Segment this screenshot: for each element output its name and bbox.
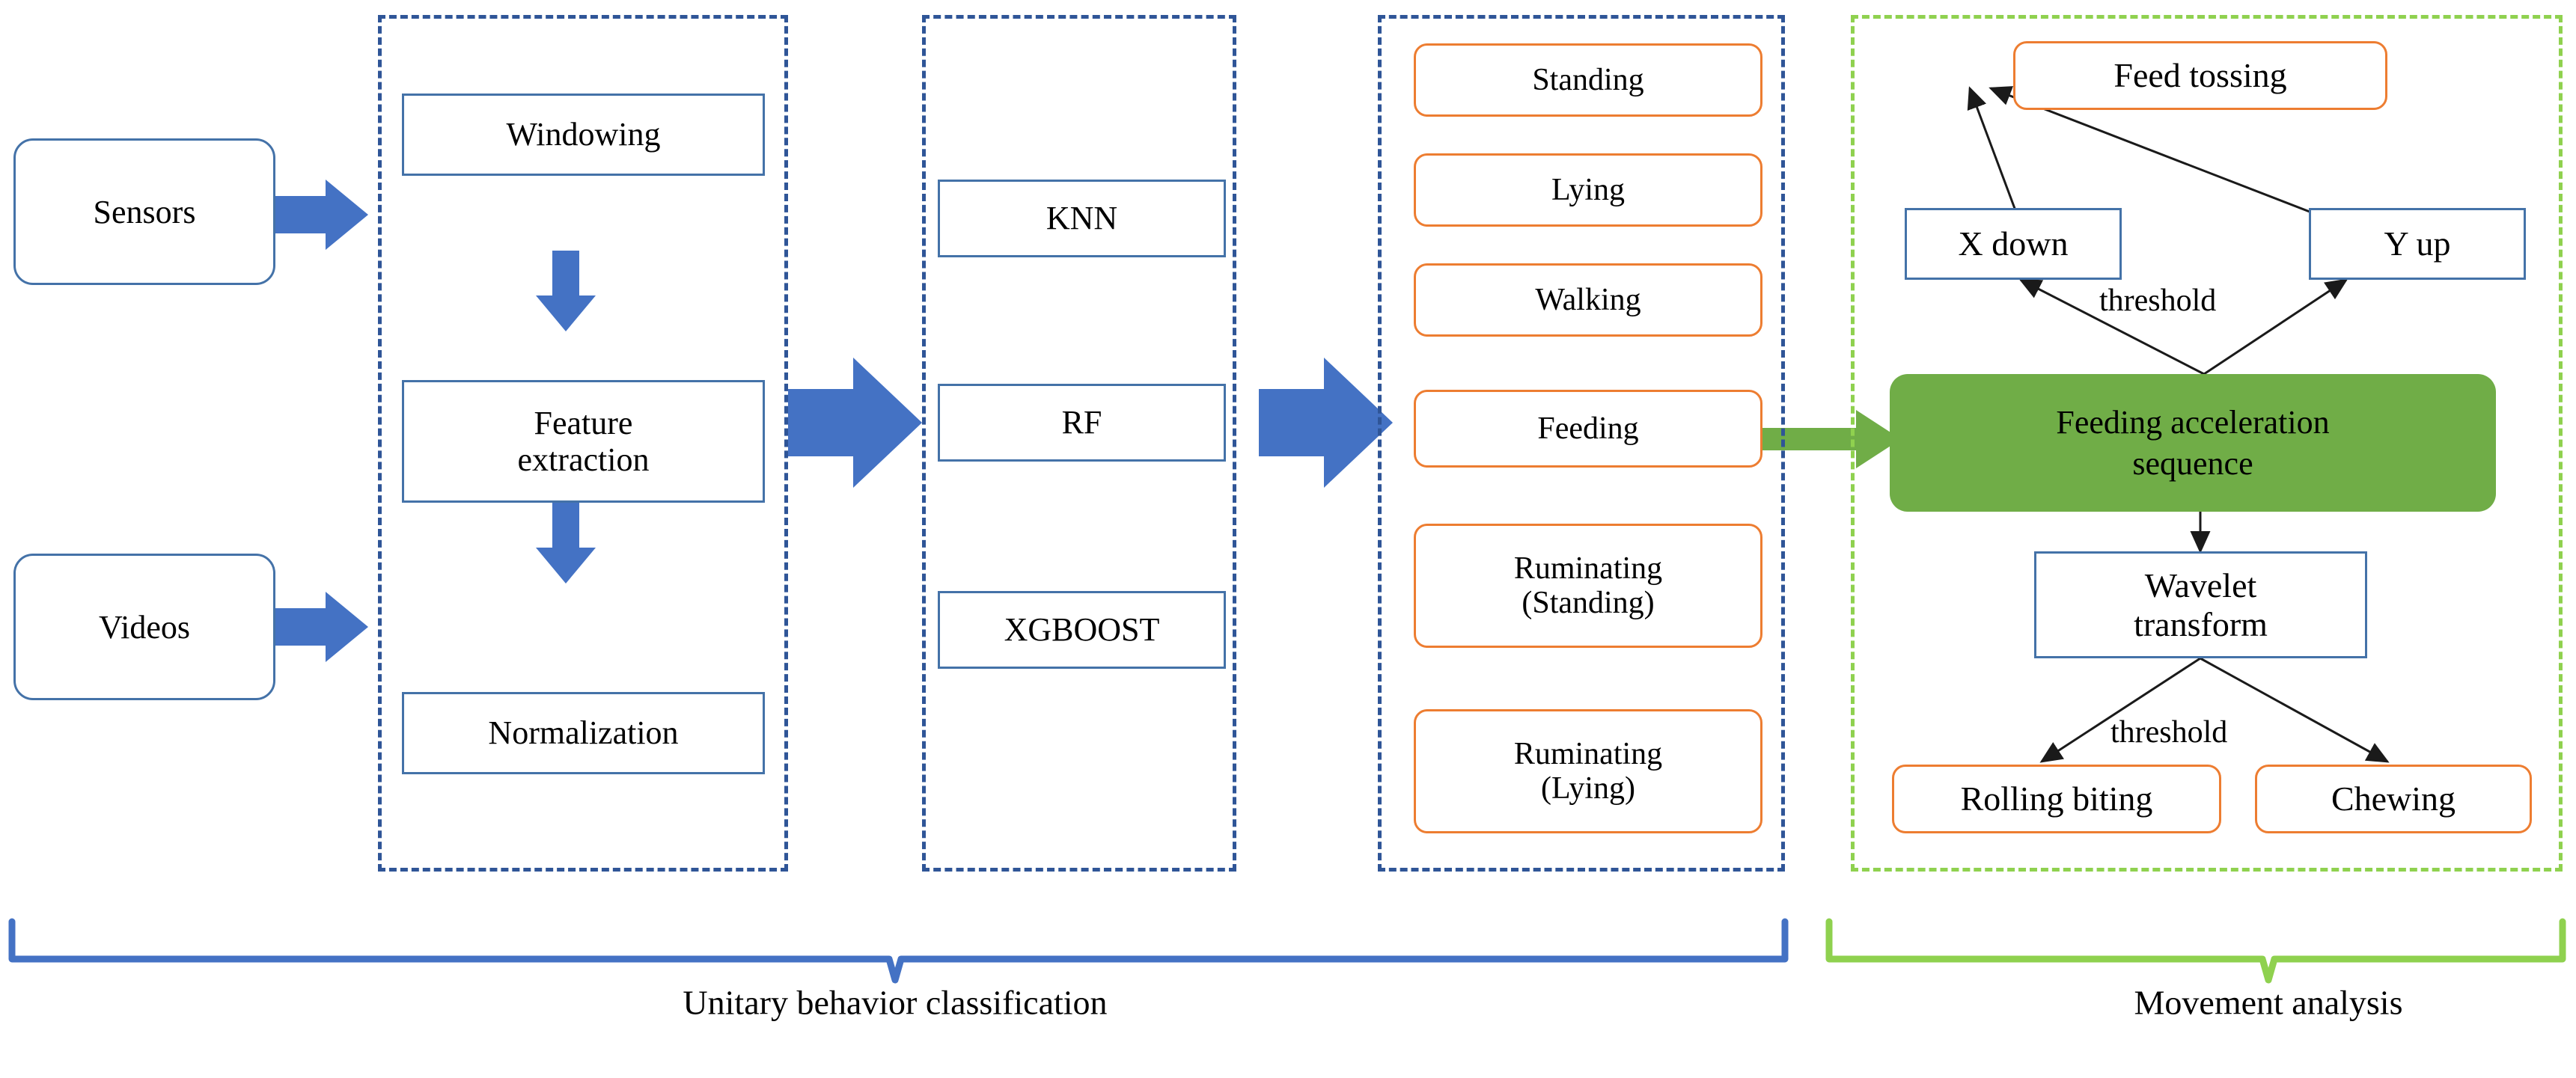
step-normalization[interactable]: Normalization — [402, 692, 765, 774]
node-label: Y up — [2384, 224, 2451, 263]
classifier-label: XGBOOST — [1004, 611, 1160, 649]
node-x-down[interactable]: X down — [1905, 208, 2122, 280]
source-label: Videos — [98, 608, 190, 646]
classifier-label: KNN — [1046, 200, 1118, 237]
threshold-text: threshold — [2110, 715, 2228, 750]
classifier-label: RF — [1061, 404, 1102, 441]
behavior-standing[interactable]: Standing — [1414, 43, 1762, 117]
classifier-rf[interactable]: RF — [938, 384, 1226, 462]
behavior-label: Lying — [1551, 172, 1625, 207]
node-label: Feed tossing — [2113, 55, 2287, 94]
behavior-label: Standing — [1532, 62, 1644, 97]
label-threshold-lower: threshold — [2110, 714, 2227, 750]
behavior-label: Ruminating (Lying) — [1513, 736, 1663, 806]
source-box-videos[interactable]: Videos — [13, 554, 275, 700]
group-behaviors — [1378, 15, 1785, 872]
group-classifiers — [922, 15, 1236, 872]
behavior-ruminating-standing[interactable]: Ruminating (Standing) — [1414, 524, 1762, 648]
caption-unitary-behavior-classification: Unitary behavior classification — [521, 983, 1269, 1023]
caption-text: Unitary behavior classification — [683, 983, 1108, 1022]
arrow-preprocessing-to-classifiers — [788, 358, 922, 488]
threshold-text: threshold — [2099, 284, 2217, 318]
behavior-label: Walking — [1535, 282, 1641, 317]
classifier-xgboost[interactable]: XGBOOST — [938, 591, 1226, 669]
node-label: Wavelet transform — [2134, 566, 2268, 643]
behavior-label: Ruminating (Standing) — [1513, 551, 1663, 620]
brace-unitary-behavior — [8, 918, 1789, 984]
node-label: Feeding acceleration sequence — [2056, 404, 2330, 482]
step-label: Windowing — [506, 116, 661, 153]
step-label: Feature extraction — [517, 404, 650, 478]
source-label: Sensors — [93, 193, 196, 230]
brace-movement-analysis — [1825, 918, 2566, 984]
behavior-walking[interactable]: Walking — [1414, 263, 1762, 337]
node-label: X down — [1958, 224, 2069, 263]
arrow-videos-to-preprocessing — [275, 592, 368, 662]
arrow-classifiers-to-behaviors — [1259, 358, 1393, 488]
behavior-ruminating-lying[interactable]: Ruminating (Lying) — [1414, 709, 1762, 833]
node-label: Chewing — [2331, 779, 2456, 818]
caption-movement-analysis: Movement analysis — [1969, 983, 2568, 1023]
caption-text: Movement analysis — [2134, 983, 2403, 1022]
label-threshold-upper: threshold — [2099, 283, 2216, 319]
group-preprocessing — [378, 15, 788, 872]
arrow-sensors-to-preprocessing — [275, 180, 368, 250]
node-label: Rolling biting — [1960, 779, 2153, 818]
behavior-label: Feeding — [1537, 411, 1639, 446]
node-wavelet-transform[interactable]: Wavelet transform — [2034, 551, 2367, 658]
step-label: Normalization — [488, 714, 679, 752]
step-feature-extraction[interactable]: Feature extraction — [402, 380, 765, 503]
node-rolling-biting[interactable]: Rolling biting — [1892, 765, 2221, 833]
step-windowing[interactable]: Windowing — [402, 94, 765, 176]
behavior-lying[interactable]: Lying — [1414, 153, 1762, 227]
behavior-feeding[interactable]: Feeding — [1414, 390, 1762, 468]
group-movement-analysis — [1851, 15, 2563, 872]
node-chewing[interactable]: Chewing — [2255, 765, 2532, 833]
classifier-knn[interactable]: KNN — [938, 180, 1226, 257]
node-y-up[interactable]: Y up — [2309, 208, 2526, 280]
node-feeding-acceleration-sequence[interactable]: Feeding acceleration sequence — [1890, 374, 2496, 512]
node-feed-tossing[interactable]: Feed tossing — [2013, 41, 2387, 110]
source-box-sensors[interactable]: Sensors — [13, 138, 275, 285]
